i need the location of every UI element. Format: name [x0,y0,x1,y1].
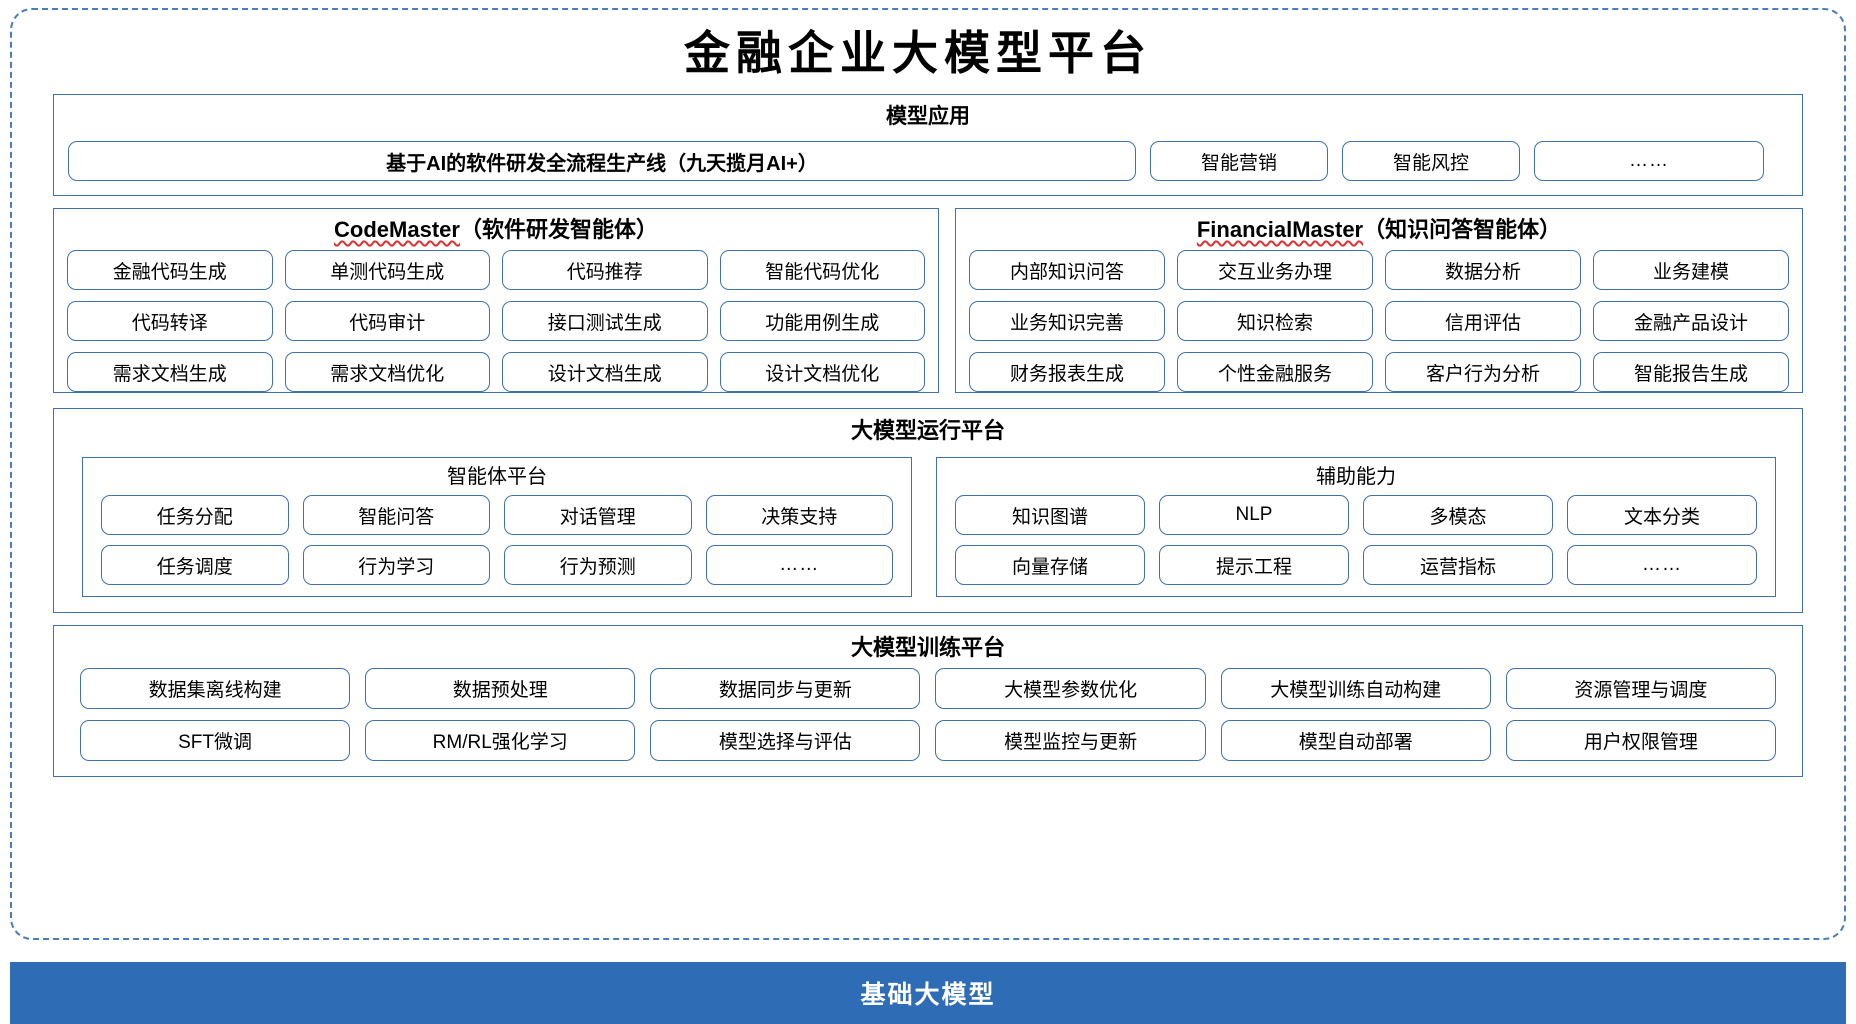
chip-training-0[interactable]: 数据集离线构建 [80,668,351,709]
chip-auxcapability-2[interactable]: 多模态 [1363,495,1553,535]
chip-training-10[interactable]: 模型自动部署 [1220,720,1491,761]
chip-agentplatform-4[interactable]: 任务调度 [101,545,289,585]
chip-codemaster-5[interactable]: 代码审计 [284,301,490,341]
chip-codemaster-9[interactable]: 需求文档优化 [284,352,490,392]
subsection-title-aux-capability: 辅助能力 [1316,466,1396,488]
chip-auxcapability-7[interactable]: …… [1567,545,1757,585]
model-application-chip-row: 基于AI的软件研发全流程生产线（九天揽月AI+） 智能营销 智能风控 …… [54,131,1802,181]
chip-financialmaster-4[interactable]: 业务知识完善 [969,301,1165,341]
subsection-aux-capability: 辅助能力 知识图谱 NLP 多模态 文本分类 向量存储 提示工程 运营指标 …… [936,457,1776,597]
section-title-financial-master: FinancialMaster（知识问答智能体） [956,216,1802,244]
chip-financialmaster-0[interactable]: 内部知识问答 [969,250,1165,290]
section-code-master: CodeMaster（软件研发智能体） 金融代码生成 单测代码生成 代码推荐 智… [53,208,939,393]
section-model-application: 模型应用 基于AI的软件研发全流程生产线（九天揽月AI+） 智能营销 智能风控 … [53,94,1803,196]
chip-codemaster-8[interactable]: 需求文档生成 [67,352,273,392]
chip-training-3[interactable]: 大模型参数优化 [935,668,1206,709]
chip-training-2[interactable]: 数据同步与更新 [650,668,921,709]
chip-financialmaster-10[interactable]: 客户行为分析 [1385,352,1581,392]
chip-codemaster-0[interactable]: 金融代码生成 [67,250,273,290]
chip-more-applications[interactable]: …… [1534,141,1764,181]
chip-codemaster-10[interactable]: 设计文档生成 [502,352,708,392]
chip-agentplatform-6[interactable]: 行为预测 [504,545,692,585]
chip-agentplatform-0[interactable]: 任务分配 [101,495,289,535]
chip-training-1[interactable]: 数据预处理 [365,668,636,709]
code-master-chip-grid: 金融代码生成 单测代码生成 代码推荐 智能代码优化 代码转译 代码审计 接口测试… [54,244,938,392]
subsection-title-agent-platform: 智能体平台 [447,466,547,488]
chip-financialmaster-7[interactable]: 金融产品设计 [1593,301,1789,341]
chip-smart-marketing[interactable]: 智能营销 [1150,141,1328,181]
chip-financialmaster-8[interactable]: 财务报表生成 [969,352,1165,392]
chip-training-4[interactable]: 大模型训练自动构建 [1220,668,1491,709]
chip-agentplatform-3[interactable]: 决策支持 [705,495,893,535]
section-runtime-platform: 大模型运行平台 智能体平台 任务分配 智能问答 对话管理 决策支持 任务调度 行… [53,408,1803,613]
chip-training-5[interactable]: 资源管理与调度 [1505,668,1776,709]
page-title: 金融企业大模型平台 [684,26,1152,80]
chip-auxcapability-1[interactable]: NLP [1159,495,1349,535]
chip-financialmaster-3[interactable]: 业务建模 [1593,250,1789,290]
chip-training-9[interactable]: 模型监控与更新 [935,720,1206,761]
training-platform-chip-grid: 数据集离线构建 数据预处理 数据同步与更新 大模型参数优化 大模型训练自动构建 … [54,662,1802,761]
chip-training-6[interactable]: SFT微调 [80,720,351,761]
section-training-platform: 大模型训练平台 数据集离线构建 数据预处理 数据同步与更新 大模型参数优化 大模… [53,625,1803,777]
subsection-agent-platform: 智能体平台 任务分配 智能问答 对话管理 决策支持 任务调度 行为学习 行为预测… [82,457,912,597]
aux-capability-chip-grid: 知识图谱 NLP 多模态 文本分类 向量存储 提示工程 运营指标 …… [937,490,1775,585]
agent-platform-chip-grid: 任务分配 智能问答 对话管理 决策支持 任务调度 行为学习 行为预测 …… [83,490,911,585]
chip-codemaster-3[interactable]: 智能代码优化 [719,250,925,290]
section-title-training-platform: 大模型训练平台 [850,635,1005,660]
chip-financialmaster-11[interactable]: 智能报告生成 [1593,352,1789,392]
chip-ai-dev-pipeline[interactable]: 基于AI的软件研发全流程生产线（九天揽月AI+） [68,141,1136,181]
chip-financialmaster-9[interactable]: 个性金融服务 [1177,352,1373,392]
section-financial-master: FinancialMaster（知识问答智能体） 内部知识问答 交互业务办理 数… [955,208,1803,393]
chip-agentplatform-1[interactable]: 智能问答 [302,495,490,535]
section-title-model-application: 模型应用 [886,105,970,128]
financial-master-name: FinancialMaster [1196,217,1364,242]
chip-codemaster-6[interactable]: 接口测试生成 [502,301,708,341]
chip-auxcapability-6[interactable]: 运营指标 [1363,545,1553,585]
chip-financialmaster-2[interactable]: 数据分析 [1385,250,1581,290]
chip-agentplatform-5[interactable]: 行为学习 [302,545,490,585]
foundation-model-label: 基础大模型 [860,981,996,1009]
chip-training-11[interactable]: 用户权限管理 [1505,720,1776,761]
section-title-code-master: CodeMaster（软件研发智能体） [54,216,938,244]
chip-training-8[interactable]: 模型选择与评估 [650,720,921,761]
chip-financialmaster-6[interactable]: 信用评估 [1385,301,1581,341]
chip-financialmaster-1[interactable]: 交互业务办理 [1177,250,1373,290]
chip-smart-risk-control[interactable]: 智能风控 [1342,141,1520,181]
chip-training-7[interactable]: RM/RL强化学习 [365,720,636,761]
foundation-model-bar: 基础大模型 [10,962,1846,1024]
chip-financialmaster-5[interactable]: 知识检索 [1177,301,1373,341]
chip-auxcapability-5[interactable]: 提示工程 [1159,545,1349,585]
financial-master-chip-grid: 内部知识问答 交互业务办理 数据分析 业务建模 业务知识完善 知识检索 信用评估… [956,244,1802,392]
chip-codemaster-4[interactable]: 代码转译 [67,301,273,341]
chip-agentplatform-7[interactable]: …… [705,545,893,585]
chip-auxcapability-3[interactable]: 文本分类 [1567,495,1757,535]
chip-codemaster-2[interactable]: 代码推荐 [502,250,708,290]
code-master-subtitle: （软件研发智能体） [459,217,658,242]
section-title-runtime-platform: 大模型运行平台 [850,418,1005,443]
chip-auxcapability-0[interactable]: 知识图谱 [955,495,1145,535]
chip-codemaster-1[interactable]: 单测代码生成 [284,250,490,290]
chip-codemaster-11[interactable]: 设计文档优化 [719,352,925,392]
chip-agentplatform-2[interactable]: 对话管理 [504,495,692,535]
chip-auxcapability-4[interactable]: 向量存储 [955,545,1145,585]
code-master-name: CodeMaster [334,217,460,242]
financial-master-subtitle: （知识问答智能体） [1363,217,1562,242]
chip-codemaster-7[interactable]: 功能用例生成 [719,301,925,341]
